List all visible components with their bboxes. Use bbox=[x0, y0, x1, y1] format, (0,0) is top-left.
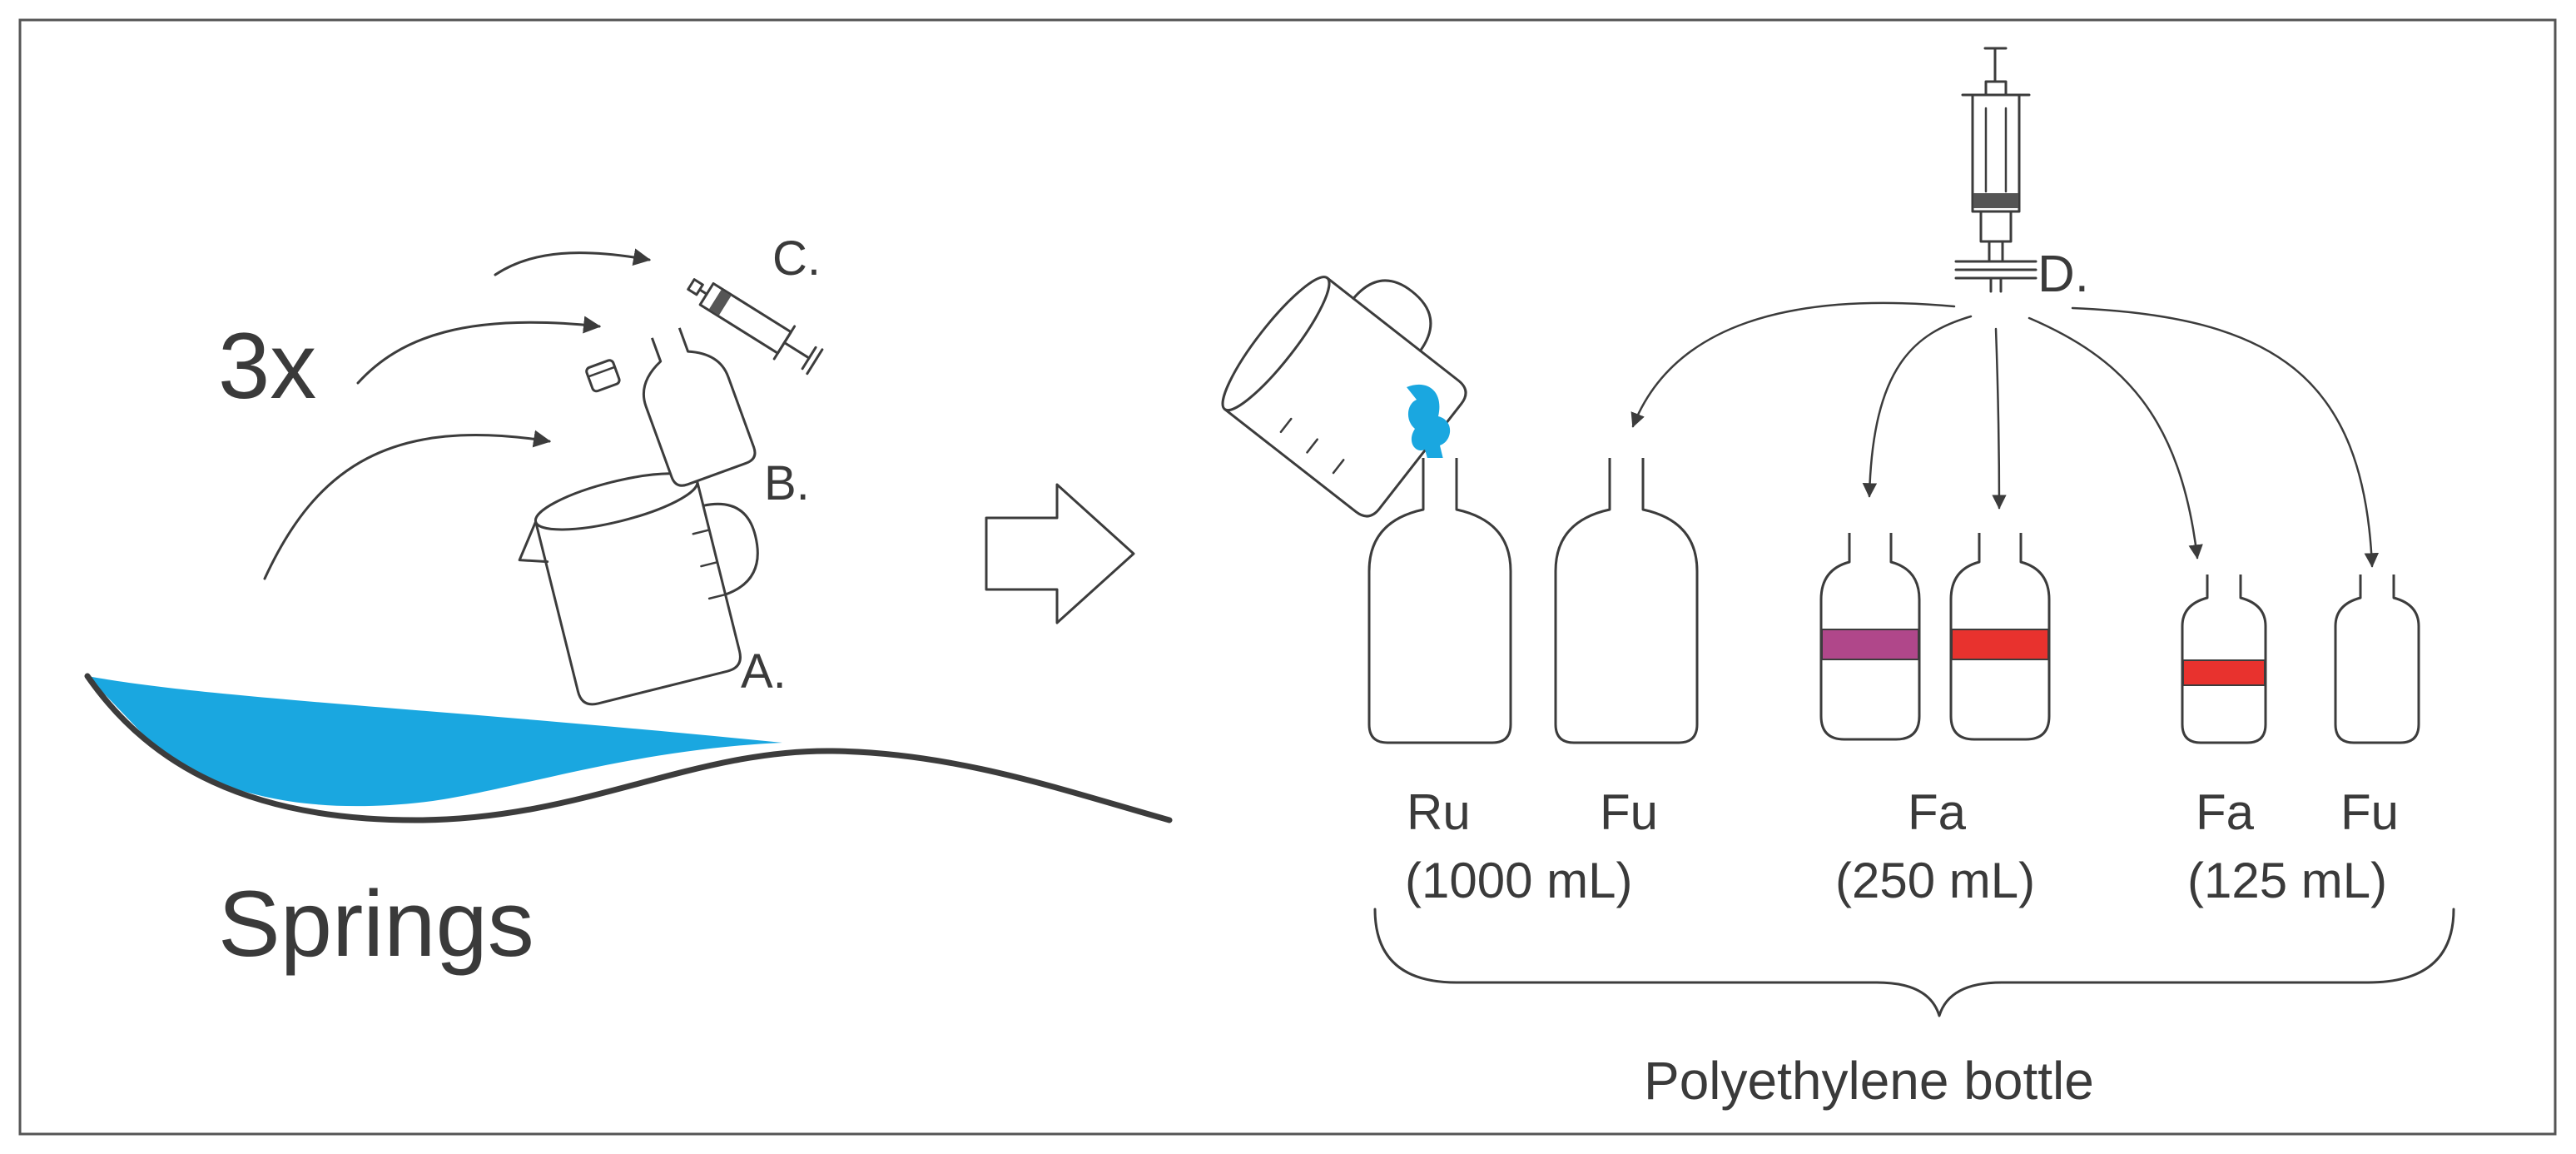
figure-frame bbox=[18, 18, 2557, 1136]
repeat-label: 3x bbox=[218, 314, 316, 418]
arrow-to-fu-1000 bbox=[1630, 301, 1956, 428]
volume-125: (125 mL) bbox=[2187, 853, 2387, 908]
step-b-label: B. bbox=[764, 456, 810, 510]
arrow-to-beaker bbox=[263, 430, 552, 580]
step-a-label: A. bbox=[741, 644, 787, 699]
bottle-fa-125 bbox=[2181, 575, 2267, 744]
bottle-fu-1000 bbox=[1554, 458, 1699, 744]
arrow-to-fa-250-purple bbox=[1862, 315, 1973, 498]
spring-ground-line bbox=[84, 673, 1173, 823]
bottle-icon bbox=[642, 327, 757, 487]
band-red bbox=[1951, 629, 2049, 660]
left-panel: 3x Springs C. B. A. bbox=[84, 231, 1173, 976]
bottle-code-fu-125: Fu bbox=[2340, 784, 2399, 840]
site-label: Springs bbox=[218, 872, 534, 976]
arrow-to-fa-250-red bbox=[1992, 327, 2007, 510]
syringe-icon bbox=[687, 278, 824, 376]
container-label: Polyethylene bottle bbox=[1644, 1051, 2094, 1111]
band-red-small bbox=[2182, 659, 2266, 686]
bottle-group-brace bbox=[1373, 908, 2455, 1017]
band-purple bbox=[1821, 629, 1919, 660]
right-panel: D. Ru Fu Fa Fa bbox=[1221, 47, 2455, 1111]
bottle-fu-125 bbox=[2334, 575, 2420, 744]
arrow-to-bottle bbox=[356, 316, 602, 385]
bottle-code-fa-125: Fa bbox=[2196, 784, 2255, 840]
pouring-beaker-icon bbox=[1221, 276, 1467, 518]
bottle-fa-250-purple bbox=[1819, 533, 1921, 741]
arrow-to-fu-125 bbox=[2071, 306, 2380, 568]
bottle-ru-1000 bbox=[1367, 458, 1512, 744]
bottle-code-fa-250: Fa bbox=[1908, 784, 1967, 840]
bottle-code-fu-1000: Fu bbox=[1600, 784, 1658, 840]
filter-syringe-icon bbox=[1954, 47, 2037, 293]
volume-250: (250 mL) bbox=[1835, 853, 2035, 908]
volume-1000: (1000 mL) bbox=[1405, 853, 1632, 908]
pouring-water bbox=[1407, 384, 1451, 473]
beaker-icon bbox=[518, 472, 759, 706]
step-d-label: D. bbox=[2037, 246, 2089, 303]
arrow-to-syringe bbox=[494, 248, 652, 276]
bottle-cap-icon bbox=[585, 359, 621, 393]
arrow-to-fa-125 bbox=[2028, 316, 2203, 560]
process-arrow-icon bbox=[985, 483, 1135, 624]
spring-water bbox=[87, 676, 782, 807]
step-c-label: C. bbox=[772, 231, 821, 286]
bottle-code-ru: Ru bbox=[1407, 784, 1471, 840]
bottle-fa-250-red bbox=[1949, 533, 2051, 741]
